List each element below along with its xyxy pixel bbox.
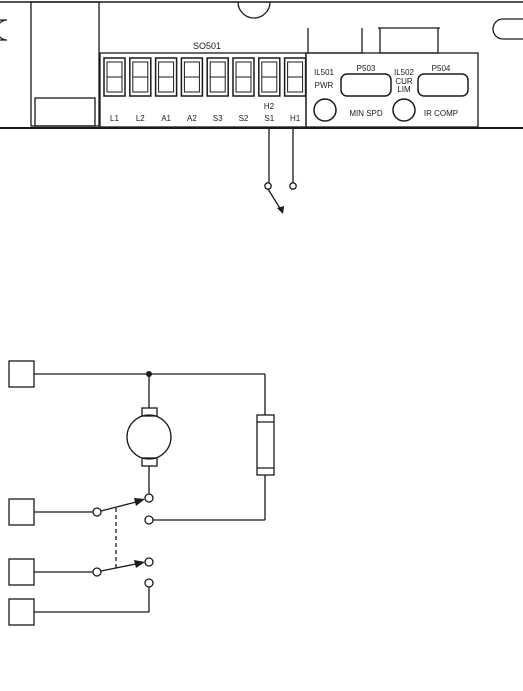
- terminal-box-4: [8, 598, 35, 626]
- lower-pole-common: [92, 567, 102, 577]
- switch-contact-right: [289, 182, 297, 190]
- pot-ir-label: P504: [432, 64, 451, 73]
- right-mount-slot: [492, 18, 523, 40]
- upper-pole-arrow: [134, 498, 145, 506]
- upper-pole-contact-b: [144, 515, 154, 525]
- left-component-block: [30, 1, 100, 127]
- motor-armature: [126, 414, 172, 460]
- terminal-label-s2: S2: [239, 114, 249, 123]
- terminal-screws: [103, 57, 307, 97]
- connector-label: SO501: [193, 41, 221, 51]
- terminal-label-l2: L2: [136, 114, 145, 123]
- upper-pole-blade: [100, 501, 137, 512]
- top-tab-right: [379, 28, 439, 54]
- terminal-label-h1: H1: [290, 114, 301, 123]
- cur-lim-led-indicator: [392, 98, 416, 122]
- lower-pole-arrow: [134, 560, 145, 568]
- left-component-foot: [34, 97, 96, 127]
- terminal-labels: L1 L2 A1 A2 S3 S2 S1 H1: [110, 114, 301, 123]
- pwr-label: PWR: [315, 81, 334, 90]
- terminal-box-1: [8, 360, 35, 388]
- ir-comp-label: IR COMP: [424, 109, 458, 118]
- terminal-screw-a1: [154, 57, 178, 97]
- terminal-label-s1: S1: [264, 114, 274, 123]
- terminal-label-l1: L1: [110, 114, 119, 123]
- terminal-screw-s3: [206, 57, 229, 97]
- lim-label: LIM: [397, 85, 411, 94]
- h2-label: H2: [264, 102, 275, 111]
- terminal-box-3: [8, 558, 35, 586]
- pwr-led-indicator: [313, 98, 337, 122]
- terminal-label-a1: A1: [161, 114, 171, 123]
- switch-contact-left: [264, 182, 272, 190]
- cur-label: CUR: [395, 77, 413, 86]
- terminal-label-a2: A2: [187, 114, 197, 123]
- min-spd-label: MIN SPD: [349, 109, 383, 118]
- top-notch: [237, 1, 271, 19]
- pwr-led-label: IL501: [314, 68, 335, 77]
- cur-led-label: IL502: [394, 68, 415, 77]
- lower-pole-contact-a: [144, 557, 154, 567]
- pot-min-label: P503: [357, 64, 376, 73]
- min-spd-potentiometer[interactable]: [340, 73, 392, 97]
- resistor-body: [256, 414, 275, 476]
- schematic: [8, 360, 275, 626]
- switch-lever: [267, 188, 282, 211]
- terminal-screw-l2: [129, 57, 152, 97]
- lower-pole-contact-b: [144, 578, 154, 588]
- switch-lever-arrow: [277, 206, 284, 214]
- lower-pole-blade: [100, 563, 137, 572]
- control-board: SO501 L1 L2 A1 A2 S3 S2 S1 H1 H2 IL501 PWR P503…: [0, 1, 523, 129]
- left-mount-slot: [0, 19, 8, 41]
- motor-top-brush: [141, 407, 158, 417]
- ir-comp-potentiometer[interactable]: [417, 73, 469, 97]
- upper-pole-contact-a: [144, 493, 154, 503]
- upper-pole-common: [92, 507, 102, 517]
- terminal-label-s3: S3: [213, 114, 223, 123]
- top-tab-left: [307, 28, 363, 54]
- terminal-screw-a2: [180, 57, 204, 97]
- terminal-box-2: [8, 498, 35, 526]
- terminal-screw-l1: [103, 57, 126, 97]
- terminal-screw-s2: [232, 57, 255, 97]
- terminal-screw-s1: [258, 57, 281, 97]
- inhibit-switch-leads: [264, 128, 297, 214]
